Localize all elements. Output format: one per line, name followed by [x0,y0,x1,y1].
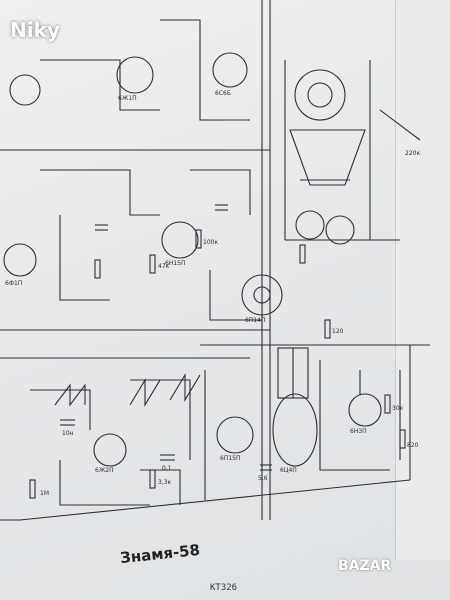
label-r-3: 220к [405,150,420,157]
label-tube-5: 6П14П [245,317,265,324]
label-c-5: 820 [407,442,419,449]
label-r-5: 3,3к [158,479,172,486]
label-tube-4: 6Ф1П [5,280,22,287]
label-tube-9: 6Ж2П [95,467,114,474]
label-c-2: 0,1 [162,465,172,472]
label-tube-2: 6С6Б [215,90,231,97]
underlying-sheet [395,0,450,560]
label-c-6: 120 [332,328,344,335]
label-tube-1: 6Ж1П [118,95,137,102]
label-tube-8: 6П15П [220,455,240,462]
label-r-1: 47к [158,263,170,270]
label-c-1: 10н [62,430,74,437]
label-c-3: 5,6 [258,475,268,482]
logo: BAZAR [338,558,392,574]
watermark: Niky [10,18,60,42]
edge-tag: KT326 [210,583,238,593]
label-r-4: 1М [40,490,49,497]
label-tube-6: 6Ц4П [280,467,297,474]
label-c-4: 30к [392,405,404,412]
label-tube-3: 6Н15П [165,260,185,267]
label-tube-7: 6Н3П [350,428,367,435]
label-r-2: 100к [203,239,218,246]
